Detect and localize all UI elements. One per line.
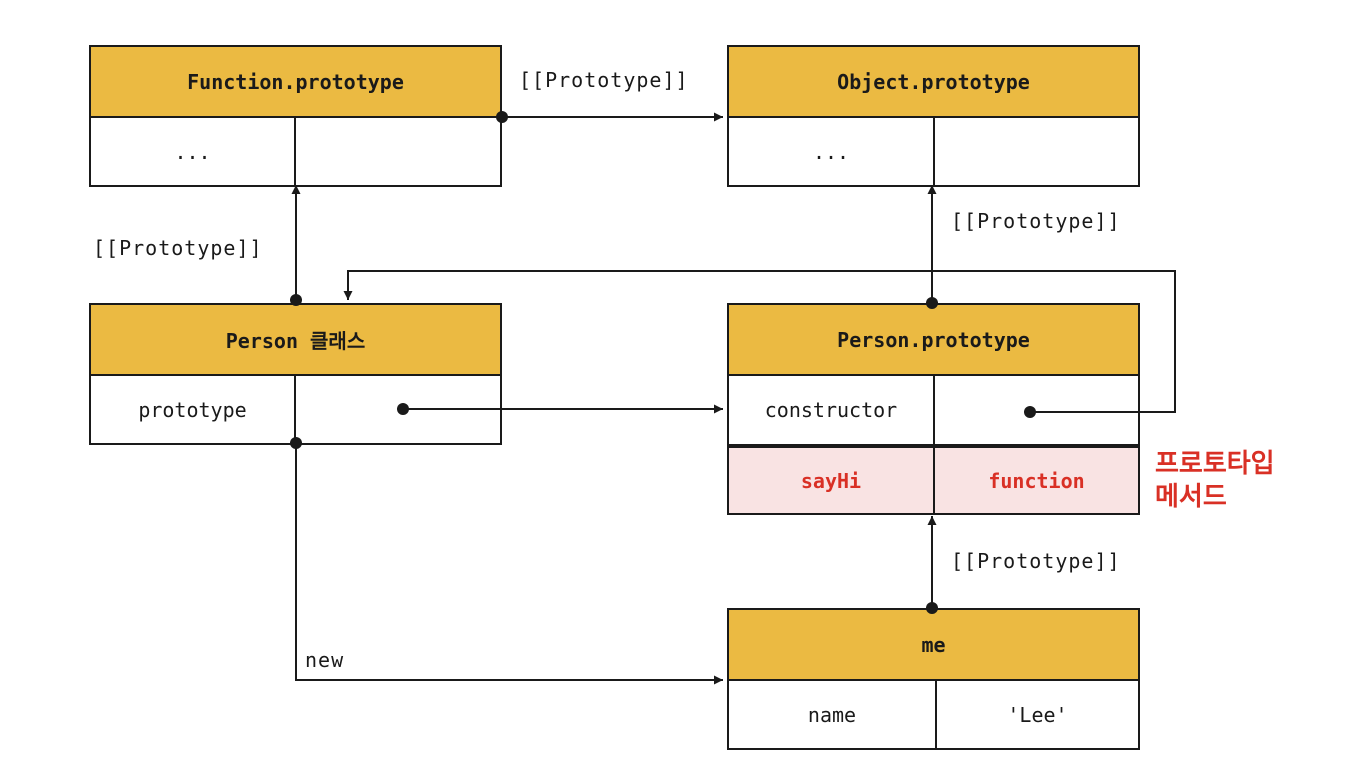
person-prototype-box: Person.prototype constructor sayHi funct… xyxy=(727,303,1140,515)
arrow-constructor-to-class xyxy=(343,270,1176,413)
method-value: function xyxy=(988,468,1085,493)
object-prototype-key: ... xyxy=(729,118,935,185)
object-prototype-box: Object.prototype ... xyxy=(727,45,1140,187)
label-proto-class-to-function: [[Prototype]] xyxy=(93,236,263,260)
function-prototype-title: Function.prototype xyxy=(89,45,502,118)
annotation-line1: 프로토타입 xyxy=(1155,449,1275,479)
me-box: me name 'Lee' xyxy=(727,608,1140,750)
label-new: new xyxy=(305,648,345,672)
annotation-line2: 메서드 xyxy=(1155,482,1227,512)
dot xyxy=(496,111,508,123)
object-prototype-row: ... xyxy=(727,118,1140,187)
dot xyxy=(926,297,938,309)
function-prototype-box: Function.prototype ... xyxy=(89,45,502,187)
dot xyxy=(290,437,302,449)
me-row: name 'Lee' xyxy=(727,681,1140,750)
person-prototype-method-row: sayHi function xyxy=(727,446,1140,515)
dot xyxy=(397,403,409,415)
function-prototype-key: ... xyxy=(91,118,296,185)
prototype-method-annotation: 프로토타입 메서드 xyxy=(1155,448,1275,514)
me-key: name xyxy=(729,681,937,748)
dot xyxy=(1024,406,1036,418)
person-class-key: prototype xyxy=(91,376,296,443)
object-prototype-title: Object.prototype xyxy=(727,45,1140,118)
label-proto-person-to-object: [[Prototype]] xyxy=(951,209,1121,233)
person-class-row: prototype xyxy=(89,376,502,445)
method-key: sayHi xyxy=(729,448,935,513)
person-prototype-key: constructor xyxy=(729,376,935,444)
arrow-new-to-me xyxy=(295,443,723,685)
dot xyxy=(290,294,302,306)
person-class-box: Person 클래스 prototype xyxy=(89,303,502,445)
label-proto-function-to-object: [[Prototype]] xyxy=(519,68,689,92)
function-prototype-row: ... xyxy=(89,118,502,187)
person-prototype-title: Person.prototype xyxy=(727,303,1140,376)
label-proto-me-to-person: [[Prototype]] xyxy=(951,549,1121,573)
dot xyxy=(926,602,938,614)
me-value: 'Lee' xyxy=(1007,702,1068,727)
